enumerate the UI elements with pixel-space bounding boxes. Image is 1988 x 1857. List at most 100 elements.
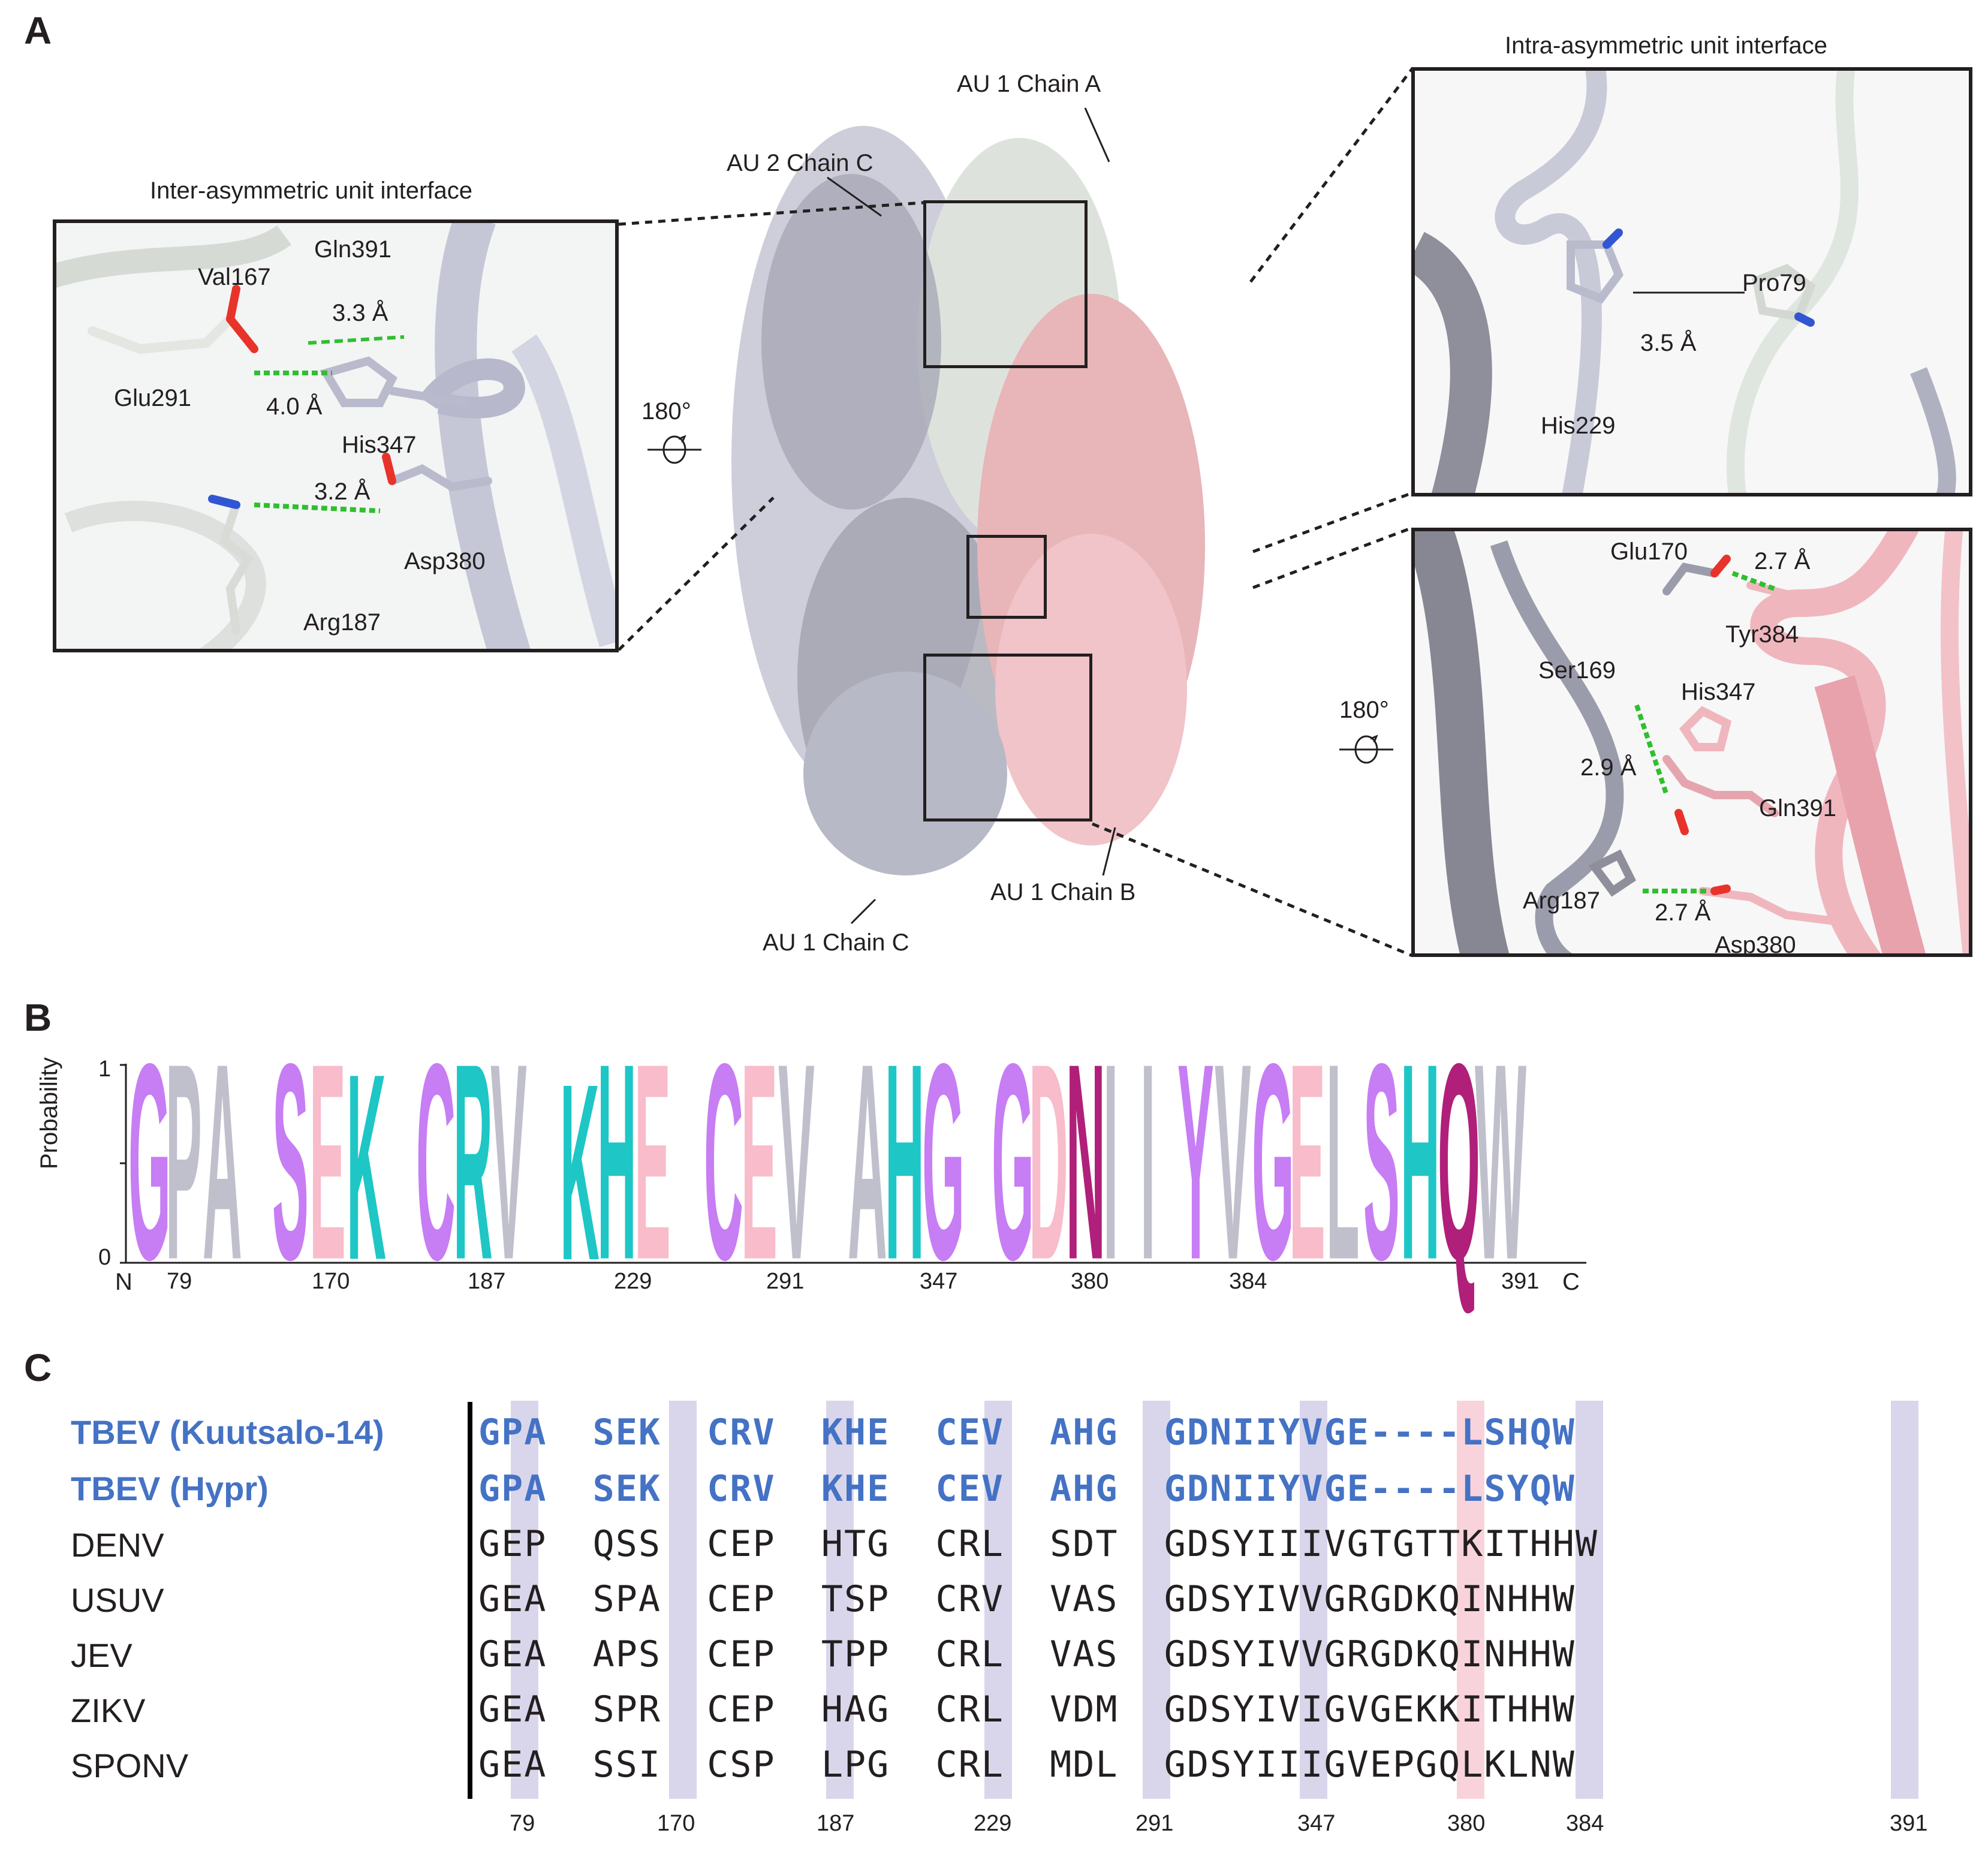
logo-ytick-0: 0 [98, 1245, 112, 1270]
label-au1-chain-c: AU 1 Chain C [763, 929, 909, 956]
seq-name-tbev-hypr: TBEV (Hypr) [71, 1470, 269, 1507]
label-glu170: Glu170 [1610, 538, 1688, 565]
logo-letter-v-24: V [1215, 1006, 1251, 1320]
logo-letter-e-4: E [309, 1006, 346, 1320]
label-gln391: Gln391 [314, 236, 391, 263]
logo-letter-s-28: S [1363, 1006, 1400, 1320]
seq-name-sponv: SPONV [71, 1747, 189, 1784]
logo-pos-384: 384 [1229, 1269, 1267, 1294]
seq-name-tbev-kuutsalo: TBEV (Kuutsalo-14) [71, 1413, 384, 1451]
label-au1-chain-a: AU 1 Chain A [957, 71, 1101, 97]
logo-letter-q-30: Q [1438, 1006, 1480, 1320]
logo-ylabel-text: Probability [36, 1057, 62, 1169]
logo-letter-n-20: N [1066, 1006, 1106, 1320]
label-his229: His229 [1541, 413, 1616, 439]
seq-name-usuv: USUV [71, 1581, 164, 1619]
label-dist-3-5: 3.5 Å [1640, 330, 1697, 356]
logo-letter-g-17: G [922, 1006, 965, 1320]
align-pos-384: 384 [1566, 1811, 1604, 1836]
label-gln391-b: Gln391 [1759, 795, 1836, 821]
logo-letter-h-16: H [885, 1006, 924, 1320]
label-asp380-b: Asp380 [1715, 932, 1796, 957]
align-pos-79: 79 [510, 1811, 535, 1836]
label-dist-4-0: 4.0 Å [266, 393, 323, 420]
rotation-label-a: 180° [641, 398, 691, 425]
center-structure [731, 126, 1205, 875]
logo-letter-y-23: Y [1177, 1006, 1214, 1320]
logo-pos-391: 391 [1501, 1269, 1540, 1294]
left-inset-title: Inter-asymmetric unit interface [150, 177, 472, 204]
seq-name-denv: DENV [71, 1526, 164, 1564]
panel-b-letter: B [24, 996, 52, 1039]
logo-letter-d-19: D [1029, 1006, 1068, 1320]
logo-letter-a-2: A [203, 1006, 242, 1320]
rotate-icon-b [1339, 735, 1393, 764]
align-pos-291: 291 [1135, 1811, 1174, 1836]
align-pos-347: 347 [1297, 1811, 1336, 1836]
logo-pos-79: 79 [167, 1269, 192, 1294]
label-dist-2-7-top: 2.7 Å [1754, 548, 1811, 574]
label-pro79: Pro79 [1742, 270, 1806, 296]
center-box-top [923, 200, 1088, 368]
label-val167: Val167 [198, 264, 271, 290]
label-asp380: Asp380 [404, 548, 486, 574]
label-arg187-b: Arg187 [1523, 887, 1600, 914]
seq-row-sponv: GEA SSI CSP LPG CRL MDL GDSYIIIGVEPGQLKL… [478, 1744, 1576, 1786]
logo-letter-v-8: V [490, 1006, 527, 1320]
rotate-icon [647, 435, 701, 464]
alignment-divider [468, 1402, 472, 1799]
logo-axes [120, 1064, 1586, 1264]
col-highlight-391 [1891, 1401, 1918, 1799]
logo-letter-c-6: C [416, 1006, 456, 1320]
logo-letter-g-0: G [128, 1006, 171, 1320]
panel-a-letter: A [24, 9, 52, 52]
logo-letter-e-13: E [741, 1006, 778, 1320]
label-dist-3-2: 3.2 Å [314, 478, 371, 505]
panel-c-letter: C [24, 1346, 52, 1389]
align-pos-170: 170 [657, 1811, 695, 1836]
logo-pos-380: 380 [1071, 1269, 1109, 1294]
col-highlight-347 [1300, 1401, 1327, 1799]
logo-letter-g-18: G [992, 1006, 1034, 1320]
left-inset-structure [56, 223, 615, 649]
logo-pos-187: 187 [468, 1269, 506, 1294]
label-arg187: Arg187 [303, 609, 381, 636]
label-glu291: Glu291 [114, 385, 191, 411]
label-his347-b: His347 [1681, 679, 1756, 705]
logo-letter-h-10: H [597, 1006, 637, 1320]
logo-c-label: C [1562, 1269, 1580, 1295]
logo-ytick-1: 1 [98, 1057, 112, 1082]
logo-letter-e-11: E [634, 1006, 671, 1320]
logo-pos-291: 291 [766, 1269, 805, 1294]
logo-pos-170: 170 [312, 1269, 350, 1294]
col-highlight-380 [1457, 1401, 1484, 1799]
align-pos-391: 391 [1890, 1811, 1928, 1836]
logo-pos-347: 347 [920, 1269, 958, 1294]
bottom-right-inset-structure [1415, 531, 1969, 953]
center-box-middle [966, 535, 1047, 619]
logo-letter-k-9: K [560, 1032, 600, 1314]
seq-name-zikv: ZIKV [71, 1692, 146, 1729]
label-dist-2-9: 2.9 Å [1580, 754, 1637, 781]
top-right-inset-title: Intra-asymmetric unit interface [1505, 32, 1827, 59]
logo-letter-g-25: G [1252, 1006, 1294, 1320]
label-dist-2-7-bottom: 2.7 Å [1655, 899, 1711, 926]
align-pos-187: 187 [817, 1811, 855, 1836]
align-pos-229: 229 [974, 1811, 1012, 1836]
logo-letter-a-15: A [848, 1006, 887, 1320]
align-pos-380: 380 [1447, 1811, 1486, 1836]
logo-letter-w-31: W [1475, 1006, 1527, 1320]
logo-ylabel: Probability [36, 1057, 63, 1169]
logo-pos-229: 229 [614, 1269, 652, 1294]
col-highlight-291 [1143, 1401, 1170, 1799]
bottom-right-inset-box: Glu170 2.7 Å Tyr384 Ser169 His347 2.9 Å … [1411, 528, 1972, 957]
col-highlight-170 [669, 1401, 697, 1799]
seq-name-jev: JEV [71, 1636, 132, 1674]
seq-row-usuv: GEA SPA CEP TSP CRV VAS GDSYIVVGRGDKQINH… [478, 1578, 1576, 1620]
logo-letter-k-5: K [347, 1019, 386, 1317]
logo-letter-i-21: I [1103, 1006, 1119, 1320]
label-ser169: Ser169 [1538, 657, 1616, 684]
top-right-inset-structure [1415, 71, 1956, 493]
col-highlight-229 [984, 1401, 1012, 1799]
